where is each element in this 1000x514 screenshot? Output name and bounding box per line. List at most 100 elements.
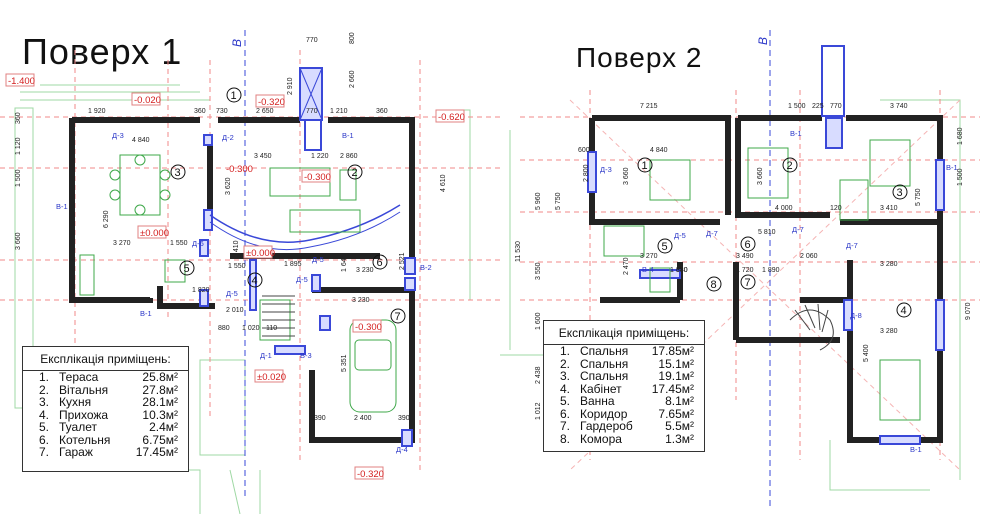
svg-text:В-4: В-4: [642, 265, 654, 274]
floor1-level-marks: -1.400 -0.020 -0.320 -0.620 -0.300 -0.30…: [5, 73, 465, 480]
svg-text:3 660: 3 660: [757, 167, 764, 185]
svg-text:1 550: 1 550: [228, 263, 246, 270]
svg-text:Д-7: Д-7: [792, 225, 804, 234]
svg-text:3: 3: [897, 187, 903, 199]
svg-text:360: 360: [376, 108, 388, 115]
legend-number: 1.: [38, 370, 49, 384]
svg-text:3 450: 3 450: [254, 153, 272, 160]
legend-number: 3.: [38, 395, 49, 409]
svg-text:Д-6: Д-6: [192, 239, 204, 248]
svg-text:5 750: 5 750: [555, 192, 562, 210]
legend-name: Туалет: [59, 420, 97, 434]
legend-name: Прихожа: [59, 407, 109, 422]
svg-text:5: 5: [662, 241, 668, 253]
svg-text:3 280: 3 280: [880, 328, 898, 335]
svg-text:1 920: 1 920: [88, 108, 106, 115]
svg-text:1 720: 1 720: [736, 267, 754, 274]
svg-text:-0.320: -0.320: [258, 97, 285, 108]
svg-text:В-3: В-3: [300, 351, 312, 360]
floor2-stairs: [789, 303, 834, 351]
svg-text:3 660: 3 660: [15, 232, 22, 250]
legend-name: Коридор: [580, 406, 628, 421]
svg-text:В-2: В-2: [420, 263, 432, 272]
legend-name: Тераса: [59, 370, 99, 384]
floor1-stairs: [262, 295, 295, 337]
floor2-dimensions: 7 215 1 500 225 770 3 740 4 840 600 3 66…: [515, 103, 972, 420]
svg-text:1 550: 1 550: [170, 240, 188, 247]
svg-text:Д-4: Д-4: [396, 445, 408, 454]
legend-number: 5.: [559, 394, 570, 408]
svg-text:2 060: 2 060: [800, 253, 818, 260]
svg-text:Д-5: Д-5: [226, 289, 238, 298]
svg-text:770: 770: [306, 37, 318, 44]
svg-text:В-1: В-1: [910, 445, 922, 454]
svg-text:В-1: В-1: [56, 202, 68, 211]
legend-name: Гараж: [59, 445, 93, 459]
svg-text:770: 770: [306, 108, 318, 115]
svg-text:5 400: 5 400: [863, 344, 870, 362]
svg-text:360: 360: [194, 108, 206, 115]
svg-text:1 380: 1 380: [670, 267, 688, 274]
svg-text:1 820: 1 820: [192, 287, 210, 294]
svg-text:Д-1: Д-1: [260, 351, 272, 360]
floor1-legend-header: Експлікація приміщень:: [23, 347, 188, 371]
svg-text:2 521: 2 521: [399, 252, 406, 270]
svg-text:8: 8: [711, 279, 717, 291]
floor2-furniture: [603, 139, 921, 421]
svg-text:1 680: 1 680: [957, 127, 964, 145]
legend-area: 6.75м²: [142, 432, 178, 447]
svg-text:4: 4: [901, 305, 907, 317]
floor2-room-numbers: 1 2 3 4 5 6 7 8: [637, 157, 912, 318]
legend-area: 17.45м²: [135, 445, 178, 459]
svg-text:5 810: 5 810: [758, 229, 776, 236]
svg-text:6 290: 6 290: [103, 210, 110, 228]
svg-text:Д-7: Д-7: [846, 241, 858, 250]
svg-text:1 600: 1 600: [535, 312, 542, 330]
svg-text:2 910: 2 910: [287, 77, 294, 95]
svg-text:-0.300: -0.300: [226, 164, 253, 175]
svg-text:Д-3: Д-3: [112, 131, 124, 140]
svg-text:6: 6: [745, 239, 751, 251]
svg-text:3: 3: [175, 167, 181, 179]
floor1-title: Поверх 1: [22, 31, 183, 72]
svg-text:1 644: 1 644: [341, 254, 348, 272]
legend-name: Спальня: [580, 356, 629, 371]
svg-text:3 230: 3 230: [352, 297, 370, 304]
svg-text:600: 600: [578, 147, 590, 154]
legend-area: 8.1м²: [665, 394, 694, 408]
legend-name: Спальня: [580, 344, 629, 358]
svg-text:1 210: 1 210: [330, 108, 348, 115]
legend-area: 27.8м²: [142, 382, 178, 397]
legend-area: 19.1м²: [658, 369, 694, 383]
svg-text:Д-3: Д-3: [600, 165, 612, 174]
legend-name: Комора: [580, 431, 622, 446]
svg-text:4 840: 4 840: [650, 147, 668, 154]
svg-text:360: 360: [15, 112, 22, 124]
legend-number: 1.: [559, 344, 570, 358]
legend-area: 17.85м²: [651, 344, 694, 358]
svg-text:880: 880: [218, 325, 230, 332]
svg-text:390: 390: [398, 415, 410, 422]
legend-name: Кухня: [59, 395, 92, 409]
svg-text:2 660: 2 660: [349, 70, 356, 88]
svg-text:770: 770: [830, 103, 842, 110]
floor2-title: Поверх 2: [576, 42, 703, 73]
svg-text:3 280: 3 280: [880, 261, 898, 268]
svg-text:110: 110: [266, 325, 277, 332]
legend-area: 17.45м²: [651, 381, 694, 396]
legend-number: 3.: [559, 369, 570, 383]
svg-text:Д-5: Д-5: [674, 231, 686, 240]
svg-text:4 610: 4 610: [440, 174, 447, 192]
svg-text:2: 2: [352, 167, 358, 179]
floor1-section-mark: В: [230, 39, 244, 47]
svg-text:В-1: В-1: [946, 163, 958, 172]
svg-text:120: 120: [830, 205, 842, 212]
svg-text:3 270: 3 270: [113, 240, 131, 247]
svg-text:1 120: 1 120: [15, 137, 22, 155]
svg-text:Д-8: Д-8: [850, 311, 862, 320]
